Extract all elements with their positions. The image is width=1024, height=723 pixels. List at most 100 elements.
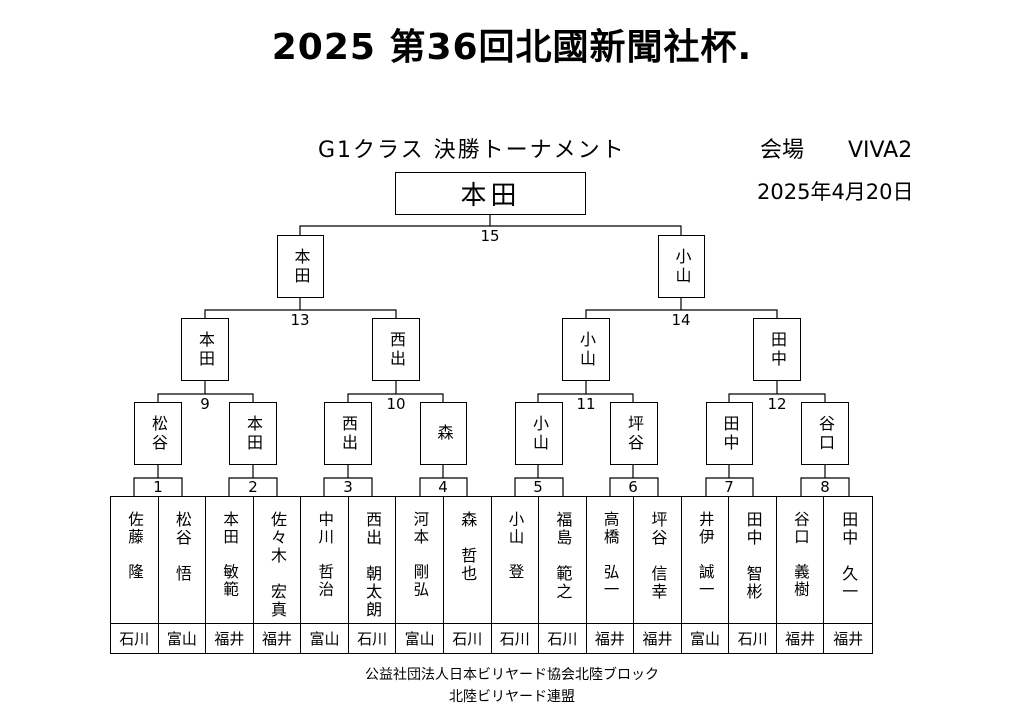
player-name: 小山 登 — [506, 511, 525, 581]
player-prefecture: 福井 — [833, 630, 864, 648]
player-prefecture: 福井 — [214, 630, 245, 648]
quarterfinal-name: 松谷 — [149, 414, 168, 453]
match-number-11: 11 — [576, 395, 596, 413]
player-column: 福島 範之 石川 — [539, 497, 587, 653]
quarterfinal-box: 谷口 — [801, 402, 849, 465]
quarterfinal-name: 小山 — [530, 414, 549, 453]
quarterfinal-box: 松谷 — [134, 402, 182, 465]
player-name: 河本 剛弘 — [411, 511, 430, 599]
match-number-7: 7 — [724, 478, 734, 496]
player-column: 松谷 悟 富山 — [158, 497, 207, 653]
semifinal-name: 田中 — [768, 330, 787, 369]
player-name: 中川 哲治 — [316, 511, 335, 599]
player-name: 井伊 誠一 — [696, 511, 715, 599]
semifinal-name: 本田 — [196, 330, 215, 369]
quarterfinal-name: 坪谷 — [625, 414, 644, 453]
player-name: 佐々木 宏真 — [267, 511, 287, 619]
player-prefecture: 石川 — [547, 630, 578, 648]
player-name: 坪谷 信幸 — [648, 511, 668, 601]
match-number-13: 13 — [290, 311, 310, 329]
quarterfinal-name: 本田 — [244, 414, 263, 453]
semifinal-box: 小山 — [562, 318, 610, 381]
tournament-subtitle: G1クラス 決勝トーナメント — [318, 138, 626, 163]
player-prefecture: 福井 — [261, 630, 292, 648]
quarterfinal-box: 田中 — [706, 402, 753, 465]
player-prefecture: 富山 — [309, 630, 340, 648]
player-column: 井伊 誠一 富山 — [681, 497, 730, 653]
players-table: 佐藤 隆 石川 松谷 悟 富山 本田 敏範 福井 佐々木 宏真 福井 中川 哲治… — [110, 496, 873, 654]
venue-label: 会場 VIVA2 — [760, 138, 913, 163]
final-left-box: 本田 — [277, 235, 324, 298]
final-right-name: 小山 — [672, 247, 692, 286]
player-name: 田中 智彬 — [743, 511, 763, 601]
player-name: 田中 久一 — [839, 511, 859, 601]
final-left-name: 本田 — [291, 247, 311, 286]
quarterfinal-name: 谷口 — [816, 414, 835, 453]
player-name: 谷口 義樹 — [791, 511, 810, 599]
player-prefecture: 福井 — [642, 630, 673, 648]
player-column: 佐藤 隆 石川 — [111, 497, 159, 653]
semifinal-name: 西出 — [387, 330, 406, 369]
player-column: 田中 智彬 石川 — [729, 497, 777, 653]
player-name: 佐藤 隆 — [126, 511, 145, 581]
quarterfinal-box: 小山 — [515, 402, 563, 465]
quarterfinal-name: 西出 — [339, 414, 358, 453]
player-column: 小山 登 石川 — [491, 497, 540, 653]
semifinal-name: 小山 — [577, 330, 596, 369]
player-column: 田中 久一 福井 — [824, 497, 872, 653]
player-prefecture: 石川 — [119, 630, 150, 648]
match-number-4: 4 — [438, 478, 448, 496]
player-prefecture: 石川 — [499, 630, 530, 648]
match-number-2: 2 — [248, 478, 258, 496]
match-number-3: 3 — [343, 478, 353, 496]
player-prefecture: 石川 — [737, 630, 768, 648]
match-number-8: 8 — [820, 478, 830, 496]
player-prefecture: 富山 — [690, 630, 721, 648]
player-column: 佐々木 宏真 福井 — [253, 497, 302, 653]
player-name: 松谷 悟 — [172, 511, 192, 583]
player-prefecture: 石川 — [452, 630, 483, 648]
player-column: 本田 敏範 福井 — [206, 497, 254, 653]
match-number-9: 9 — [200, 395, 210, 413]
player-column: 谷口 義樹 福井 — [776, 497, 825, 653]
quarterfinal-box: 西出 — [324, 402, 372, 465]
semifinal-box: 本田 — [181, 318, 229, 381]
match-number-1: 1 — [153, 478, 163, 496]
player-column: 河本 剛弘 富山 — [396, 497, 444, 653]
match-number-5: 5 — [533, 478, 543, 496]
player-name: 森 哲也 — [458, 511, 478, 583]
page-title: 2025 第36回北國新聞社杯. — [271, 27, 753, 68]
organizer-line-2: 北陸ビリヤード連盟 — [449, 689, 575, 705]
match-number-15: 15 — [480, 227, 500, 245]
quarterfinal-box: 森 — [420, 402, 467, 465]
player-prefecture: 富山 — [404, 630, 435, 648]
match-number-10: 10 — [386, 395, 406, 413]
final-right-box: 小山 — [658, 235, 705, 298]
organizer-line-1: 公益社団法人日本ビリヤード協会北陸ブロック — [365, 667, 659, 683]
player-name: 福島 範之 — [553, 511, 573, 601]
match-number-12: 12 — [767, 395, 787, 413]
player-column: 西出 朝太朗 石川 — [348, 497, 397, 653]
quarterfinal-name: 森 — [434, 424, 454, 443]
player-prefecture: 石川 — [357, 630, 388, 648]
player-column: 高橋 弘一 福井 — [586, 497, 635, 653]
champion-box: 本田 — [395, 172, 586, 215]
player-prefecture: 福井 — [785, 630, 816, 648]
player-column: 中川 哲治 富山 — [301, 497, 349, 653]
player-column: 森 哲也 石川 — [443, 497, 492, 653]
player-name: 高橋 弘一 — [601, 511, 620, 599]
player-prefecture: 富山 — [166, 630, 197, 648]
semifinal-box: 西出 — [372, 318, 420, 381]
quarterfinal-name: 田中 — [720, 414, 740, 453]
semifinal-box: 田中 — [753, 318, 801, 381]
event-date: 2025年4月20日 — [757, 180, 914, 204]
player-name: 西出 朝太朗 — [363, 511, 383, 619]
champion-name: 本田 — [460, 181, 521, 211]
player-name: 本田 敏範 — [221, 511, 240, 599]
match-number-14: 14 — [671, 311, 691, 329]
match-number-6: 6 — [628, 478, 638, 496]
quarterfinal-box: 本田 — [229, 402, 277, 465]
player-column: 坪谷 信幸 福井 — [634, 497, 682, 653]
player-prefecture: 福井 — [594, 630, 625, 648]
